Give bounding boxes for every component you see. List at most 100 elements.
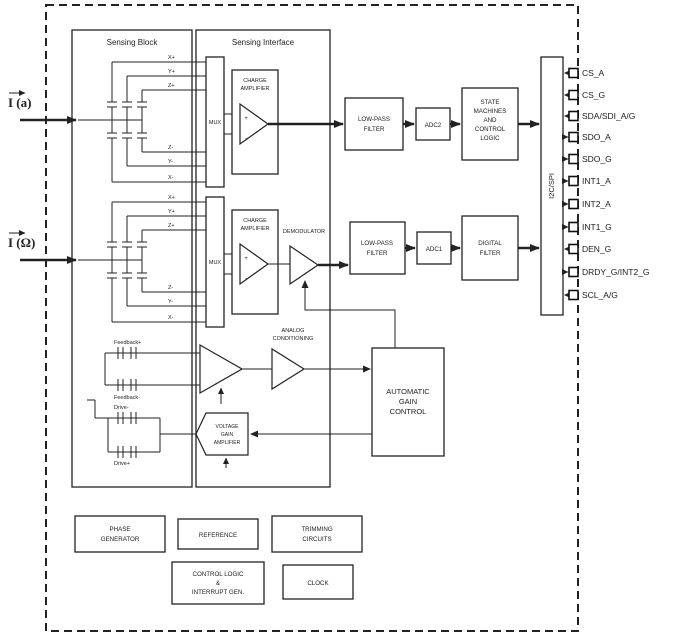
pin-pad	[568, 89, 579, 101]
charge-amplifier-gyro: CHARGE AMPLIFIER + -	[231, 209, 279, 315]
gyro-input-label: I (Ω)	[8, 235, 35, 250]
vga-label: GAIN	[221, 432, 234, 438]
pin-pad	[568, 67, 579, 79]
charge-amp-label: AMPLIFIER	[240, 86, 269, 92]
electrode-label: X+	[168, 55, 175, 61]
mems-gyroscope: X+ Y+ Z+ Z- Y- X-	[77, 195, 207, 323]
pin-label: INT1_A	[582, 176, 611, 186]
pin-pad	[568, 153, 579, 165]
control-logic-block: CONTROL LOGIC & INTERRUPT GEN.	[171, 561, 265, 605]
chip-boundary	[45, 4, 579, 632]
vga-label: VOLTAGE	[216, 424, 240, 430]
demodulator-label: DEMODULATOR	[283, 229, 325, 235]
pin-int1-a: INT1_A	[562, 175, 611, 187]
sensing-block-title: Sensing Block	[107, 38, 159, 47]
i2c-spi-box	[540, 56, 564, 316]
accel-signal-chain: LOW-PASS FILTER ADC2 STATE MACHINES AND …	[268, 87, 540, 161]
electrode-label: Z-	[168, 145, 173, 151]
analog-conditioning-label: ANALOG	[282, 328, 305, 334]
feedback-path: Feedback+ Feedback-	[104, 340, 272, 404]
electrode-label: X+	[168, 195, 175, 201]
pin-pad	[568, 131, 579, 143]
trimming-box	[271, 515, 363, 553]
agc-label: AUTOMATIC	[386, 387, 430, 396]
mux-accel-box	[205, 56, 225, 188]
i2c-spi-label: I2C/SPI	[547, 173, 556, 199]
electrode-label: Y-	[168, 159, 173, 165]
pin-label: DRDY_G/INT2_G	[582, 267, 650, 277]
pin-pad	[568, 289, 579, 301]
sensing-interface-title: Sensing Interface	[232, 38, 295, 47]
phase-generator-box	[74, 515, 166, 553]
agc-label: CONTROL	[390, 407, 427, 416]
trimming-label: TRIMMING	[301, 526, 332, 533]
phase-generator-label: PHASE	[110, 526, 131, 533]
feedback-plus-label: Feedback+	[114, 340, 141, 346]
control-logic-label: CONTROL LOGIC	[193, 571, 245, 578]
charge-amplifier-accel: CHARGE AMPLIFIER + -	[231, 69, 279, 175]
pin-scl: SCL_A/G	[564, 289, 618, 301]
pin-pad	[568, 175, 579, 187]
electrode-label: Z+	[168, 83, 175, 89]
electrode-label: X-	[168, 175, 174, 181]
minus-sign: -	[245, 275, 247, 282]
reference-label: REFERENCE	[199, 532, 237, 539]
pin-pad	[568, 198, 579, 210]
clock-box	[282, 564, 354, 600]
digital-filter-box	[461, 215, 519, 281]
pin-label: CS_G	[582, 90, 605, 100]
state-machine-label: STATE	[480, 99, 499, 106]
accel-input: I (a)	[8, 90, 77, 124]
trimming-label: CIRCUITS	[302, 536, 331, 543]
analog-conditioning-icon	[271, 347, 306, 391]
pin-cs-a: CS_A	[564, 67, 605, 79]
pin-label: INT1_G	[582, 222, 612, 232]
i2c-spi-block: I2C/SPI	[540, 56, 564, 316]
charge-amp-label: AMPLIFIER	[240, 226, 269, 232]
pin-cs-g: CS_G	[564, 89, 605, 101]
pin-label: SDO_G	[582, 154, 612, 164]
lpf-gyro-label: FILTER	[367, 250, 388, 257]
lpf-accel-label: FILTER	[364, 126, 385, 133]
pin-sda-sdi: SDA/SDI_A/G	[564, 110, 635, 122]
gyro-input: I (Ω)	[8, 230, 77, 264]
electrode-label: Z+	[168, 223, 175, 229]
lpf-gyro-box	[349, 221, 406, 275]
electrode-label: Y+	[168, 69, 175, 75]
sensing-block-box	[71, 29, 193, 488]
gyro-signal-chain: LOW-PASS FILTER ADC1 DIGITAL FILTER	[318, 215, 540, 281]
automatic-gain-control: AUTOMATIC GAIN CONTROL	[250, 280, 445, 457]
state-machine-label: CONTROL	[475, 126, 506, 133]
lpf-accel-box	[344, 97, 404, 151]
agc-label: GAIN	[399, 397, 417, 406]
pin-label: INT2_A	[582, 199, 611, 209]
mux-gyro: MUX	[205, 196, 240, 328]
pin-sdo-g: SDO_G	[562, 153, 612, 165]
state-machine-label: MACHINES	[474, 108, 507, 115]
clock-block: CLOCK	[282, 564, 354, 600]
drive-path: VOLTAGE GAIN AMPLIFIER Drive- Drive+	[87, 399, 249, 468]
pin-pad	[568, 266, 579, 278]
opamp-icon	[239, 102, 270, 146]
phase-generator: PHASE GENERATOR	[74, 515, 166, 553]
pin-label: SCL_A/G	[582, 290, 618, 300]
pin-int2-a: INT2_A	[562, 198, 611, 210]
control-logic-label: &	[216, 580, 221, 587]
electrode-label: Y-	[168, 299, 173, 305]
digital-filter-label: DIGITAL	[478, 240, 502, 247]
accel-input-label: I (a)	[8, 95, 31, 110]
clock-label: CLOCK	[307, 580, 329, 587]
charge-amp-label: CHARGE	[243, 218, 267, 224]
trimming-circuits: TRIMMING CIRCUITS	[271, 515, 363, 553]
state-machine-label: LOGIC	[480, 135, 500, 142]
lpf-accel-label: LOW-PASS	[358, 116, 390, 123]
mems-accelerometer: X+ Y+ Z+ Z- Y- X-	[77, 55, 207, 183]
pin-sdo-a: SDO_A	[562, 131, 611, 143]
minus-sign: -	[245, 135, 247, 142]
vga-label: AMPLIFIER	[214, 440, 241, 446]
pin-label: CS_A	[582, 68, 605, 78]
reference-box	[177, 518, 259, 550]
state-machine-label: AND	[483, 117, 497, 124]
